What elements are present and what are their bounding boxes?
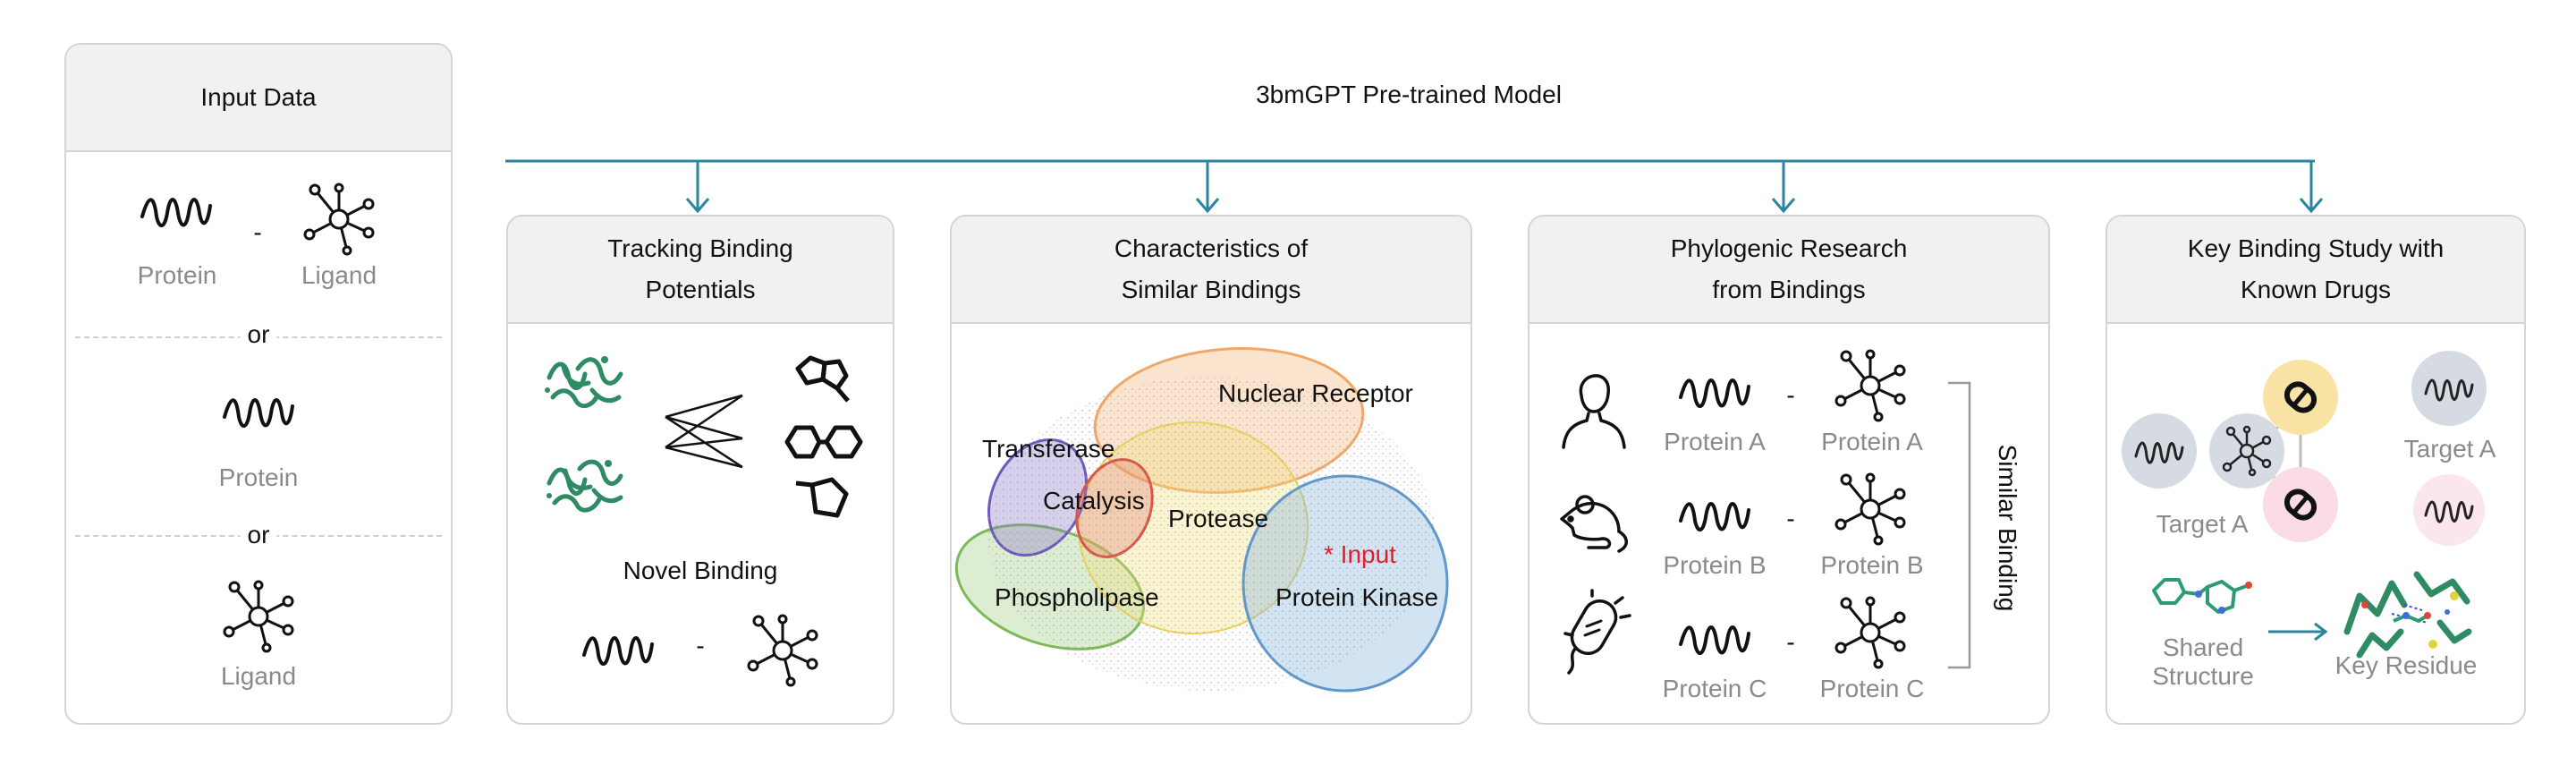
ligand-ring-icon — [784, 425, 863, 459]
protein-helix-icon — [223, 398, 294, 428]
novel-binding-label: Novel Binding — [623, 557, 778, 584]
label-line: Shared — [2162, 633, 2244, 661]
protease-label: Protease — [1168, 505, 1269, 532]
cluster-plot — [954, 347, 1449, 693]
dash: - — [253, 218, 262, 246]
input-data-panel: Input Data — [64, 43, 453, 725]
similar-binding-bracket — [1948, 381, 1971, 669]
key-residue-render — [2343, 571, 2472, 659]
title-line: Key Binding Study with — [2187, 234, 2445, 262]
ligand-ring-icon — [795, 355, 850, 403]
dash: - — [696, 632, 705, 659]
target-a-left-label: Target A — [2156, 510, 2249, 538]
ligand-molecule-icon — [303, 183, 375, 256]
protein-node — [2122, 413, 2197, 489]
title-line: Characteristics of — [1114, 234, 1309, 262]
dash: - — [1786, 628, 1795, 656]
or-separator: or — [240, 521, 277, 549]
title-line: Known Drugs — [2240, 276, 2392, 303]
protein-label: Protein — [137, 261, 217, 289]
protein-structure-icon — [545, 356, 623, 409]
target-node — [2411, 351, 2487, 426]
characteristics-title: Characteristics of Similar Bindings — [952, 217, 1470, 324]
ligand-molecule-icon — [747, 614, 818, 687]
target-a-right-label: Target A — [2403, 435, 2496, 463]
input-marker-label: * Input — [1324, 540, 1396, 568]
ligand-molecule-icon — [1835, 596, 1906, 669]
shared-structure-molecule — [2152, 578, 2252, 614]
or-separator: or — [240, 320, 277, 349]
target-node — [2413, 474, 2485, 546]
title-line: Tracking Binding — [607, 234, 793, 262]
key-binding-title: Key Binding Study with Known Drugs — [2107, 217, 2524, 324]
protein-helix-icon — [140, 198, 212, 227]
phylogenic-title: Phylogenic Research from Bindings — [1530, 217, 2048, 324]
title-line: Similar Bindings — [1121, 276, 1301, 303]
human-icon — [1562, 374, 1626, 449]
protein-kinase-label: Protein Kinase — [1275, 583, 1439, 611]
nuclear-receptor-label: Nuclear Receptor — [1218, 379, 1413, 407]
catalysis-label: Catalysis — [1043, 487, 1145, 514]
protein-a-label: Protein A — [1664, 428, 1766, 455]
protein-helix-icon — [582, 636, 654, 666]
key-residue-label: Key Residue — [2334, 651, 2478, 679]
title-line: Phylogenic Research — [1670, 234, 1908, 262]
drug-target-network — [2122, 351, 2487, 546]
protein-helix-icon — [1679, 625, 1750, 655]
ligand-molecule-icon — [223, 580, 294, 653]
ligand-only-label: Ligand — [220, 662, 297, 690]
ligand-a-label: Protein A — [1821, 428, 1923, 455]
dash: - — [1786, 381, 1795, 409]
bacterium-icon — [1563, 589, 1631, 675]
phylogenic-panel: Phylogenic Research from Bindings — [1528, 215, 2050, 725]
protein-helix-icon — [1679, 378, 1750, 408]
label-line: Structure — [2152, 662, 2254, 690]
protein-helix-icon — [1679, 502, 1750, 531]
phospholipase-label: Phospholipase — [995, 583, 1159, 611]
transferase-label: Transferase — [982, 435, 1115, 463]
similar-binding-label: Similar Binding — [1994, 444, 2021, 612]
protein-c-label: Protein C — [1662, 675, 1767, 702]
arrow-right-icon — [2268, 622, 2328, 642]
input-data-title: Input Data — [66, 45, 451, 152]
binding-network-icon — [665, 394, 743, 469]
dash: - — [1786, 505, 1795, 532]
protein-only-label: Protein — [218, 463, 299, 491]
ligand-molecule-icon — [1835, 349, 1906, 422]
ligand-c-label: Protein C — [1819, 675, 1925, 702]
model-title: 3bmGPT Pre-trained Model — [1256, 81, 1562, 108]
title-line: Potentials — [645, 276, 756, 303]
title-line: from Bindings — [1712, 276, 1866, 303]
ligand-molecule-icon — [1835, 472, 1906, 546]
ligand-label: Ligand — [301, 261, 377, 289]
protein-b-label: Protein B — [1663, 551, 1767, 579]
protein-structure-icon — [547, 459, 623, 513]
shared-structure-label: Shared Structure — [2152, 633, 2254, 691]
tracking-binding-title: Tracking Binding Potentials — [508, 217, 893, 324]
mouse-icon — [1560, 495, 1628, 553]
tracking-binding-panel: Tracking Binding Potentials — [506, 215, 894, 725]
ligand-ring-icon — [795, 477, 849, 518]
ligand-b-label: Protein B — [1820, 551, 1924, 579]
